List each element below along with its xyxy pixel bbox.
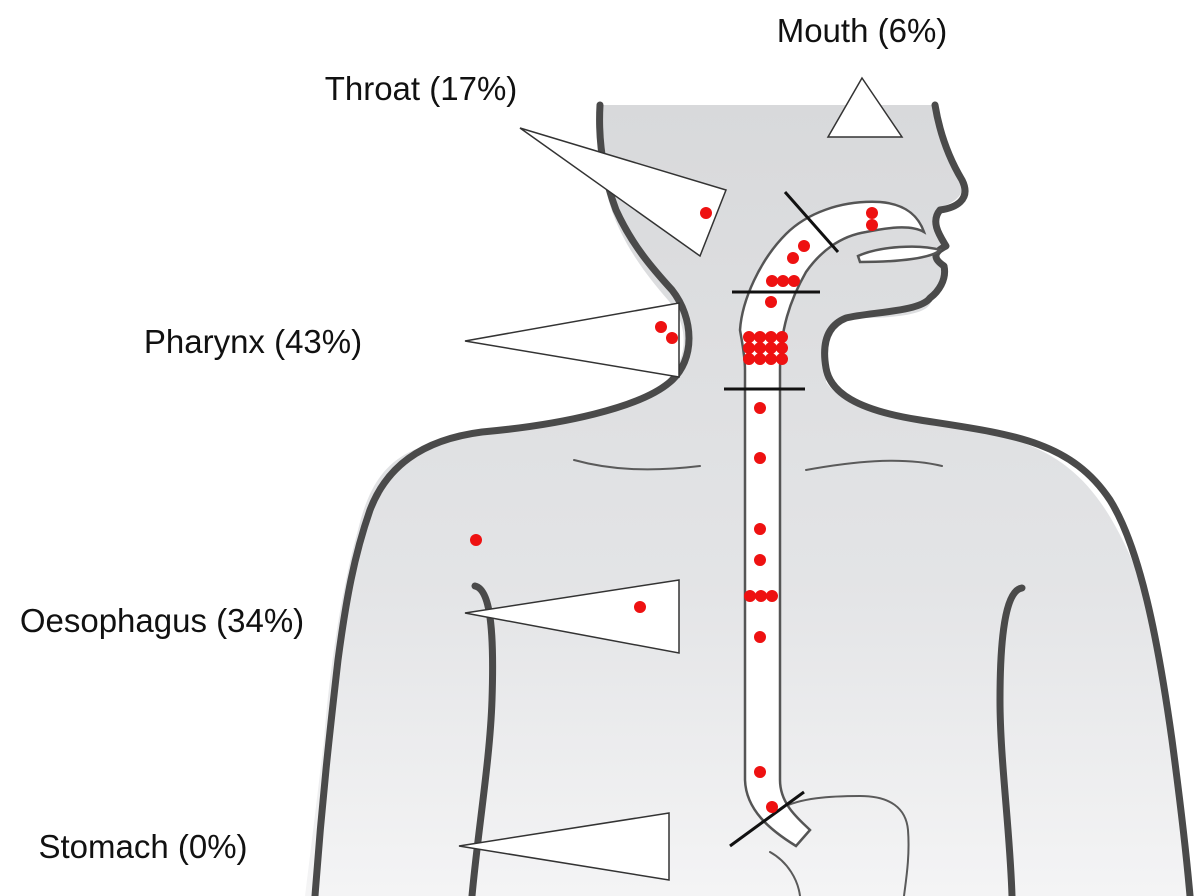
- pharynx-pointer: [465, 303, 679, 377]
- occurrence-dot: [765, 342, 777, 354]
- occurrence-dot: [765, 331, 777, 343]
- occurrence-dot: [787, 252, 799, 264]
- occurrence-dot: [765, 353, 777, 365]
- occurrence-dot: [766, 590, 778, 602]
- label-mouth: Mouth (6%): [777, 12, 948, 49]
- occurrence-dot: [776, 342, 788, 354]
- occurrence-dot: [754, 452, 766, 464]
- occurrence-dot: [655, 321, 667, 333]
- label-throat: Throat (17%): [325, 70, 518, 107]
- occurrence-dot: [754, 766, 766, 778]
- occurrence-dot: [754, 631, 766, 643]
- occurrence-dot: [754, 554, 766, 566]
- occurrence-dot: [788, 275, 800, 287]
- occurrence-dot: [743, 342, 755, 354]
- occurrence-dot: [666, 332, 678, 344]
- occurrence-dot: [766, 801, 778, 813]
- occurrence-dot: [754, 342, 766, 354]
- occurrence-dot: [777, 275, 789, 287]
- occurrence-dot: [700, 207, 712, 219]
- occurrence-dot: [754, 353, 766, 365]
- occurrence-dot: [766, 275, 778, 287]
- occurrence-dot: [776, 331, 788, 343]
- occurrence-dot: [754, 331, 766, 343]
- occurrence-dot: [754, 523, 766, 535]
- occurrence-dot: [743, 353, 755, 365]
- occurrence-dot: [470, 534, 482, 546]
- occurrence-dot: [798, 240, 810, 252]
- occurrence-dot: [765, 296, 777, 308]
- occurrence-dot: [866, 207, 878, 219]
- occurrence-dot: [755, 590, 767, 602]
- occurrence-dot: [634, 601, 646, 613]
- occurrence-dot: [754, 402, 766, 414]
- occurrence-dot: [744, 590, 756, 602]
- label-pharynx: Pharynx (43%): [144, 323, 362, 360]
- label-oesophagus: Oesophagus (34%): [20, 602, 304, 639]
- occurrence-dot: [866, 219, 878, 231]
- occurrence-dot: [776, 353, 788, 365]
- label-stomach: Stomach (0%): [38, 828, 247, 865]
- occurrence-dot: [743, 331, 755, 343]
